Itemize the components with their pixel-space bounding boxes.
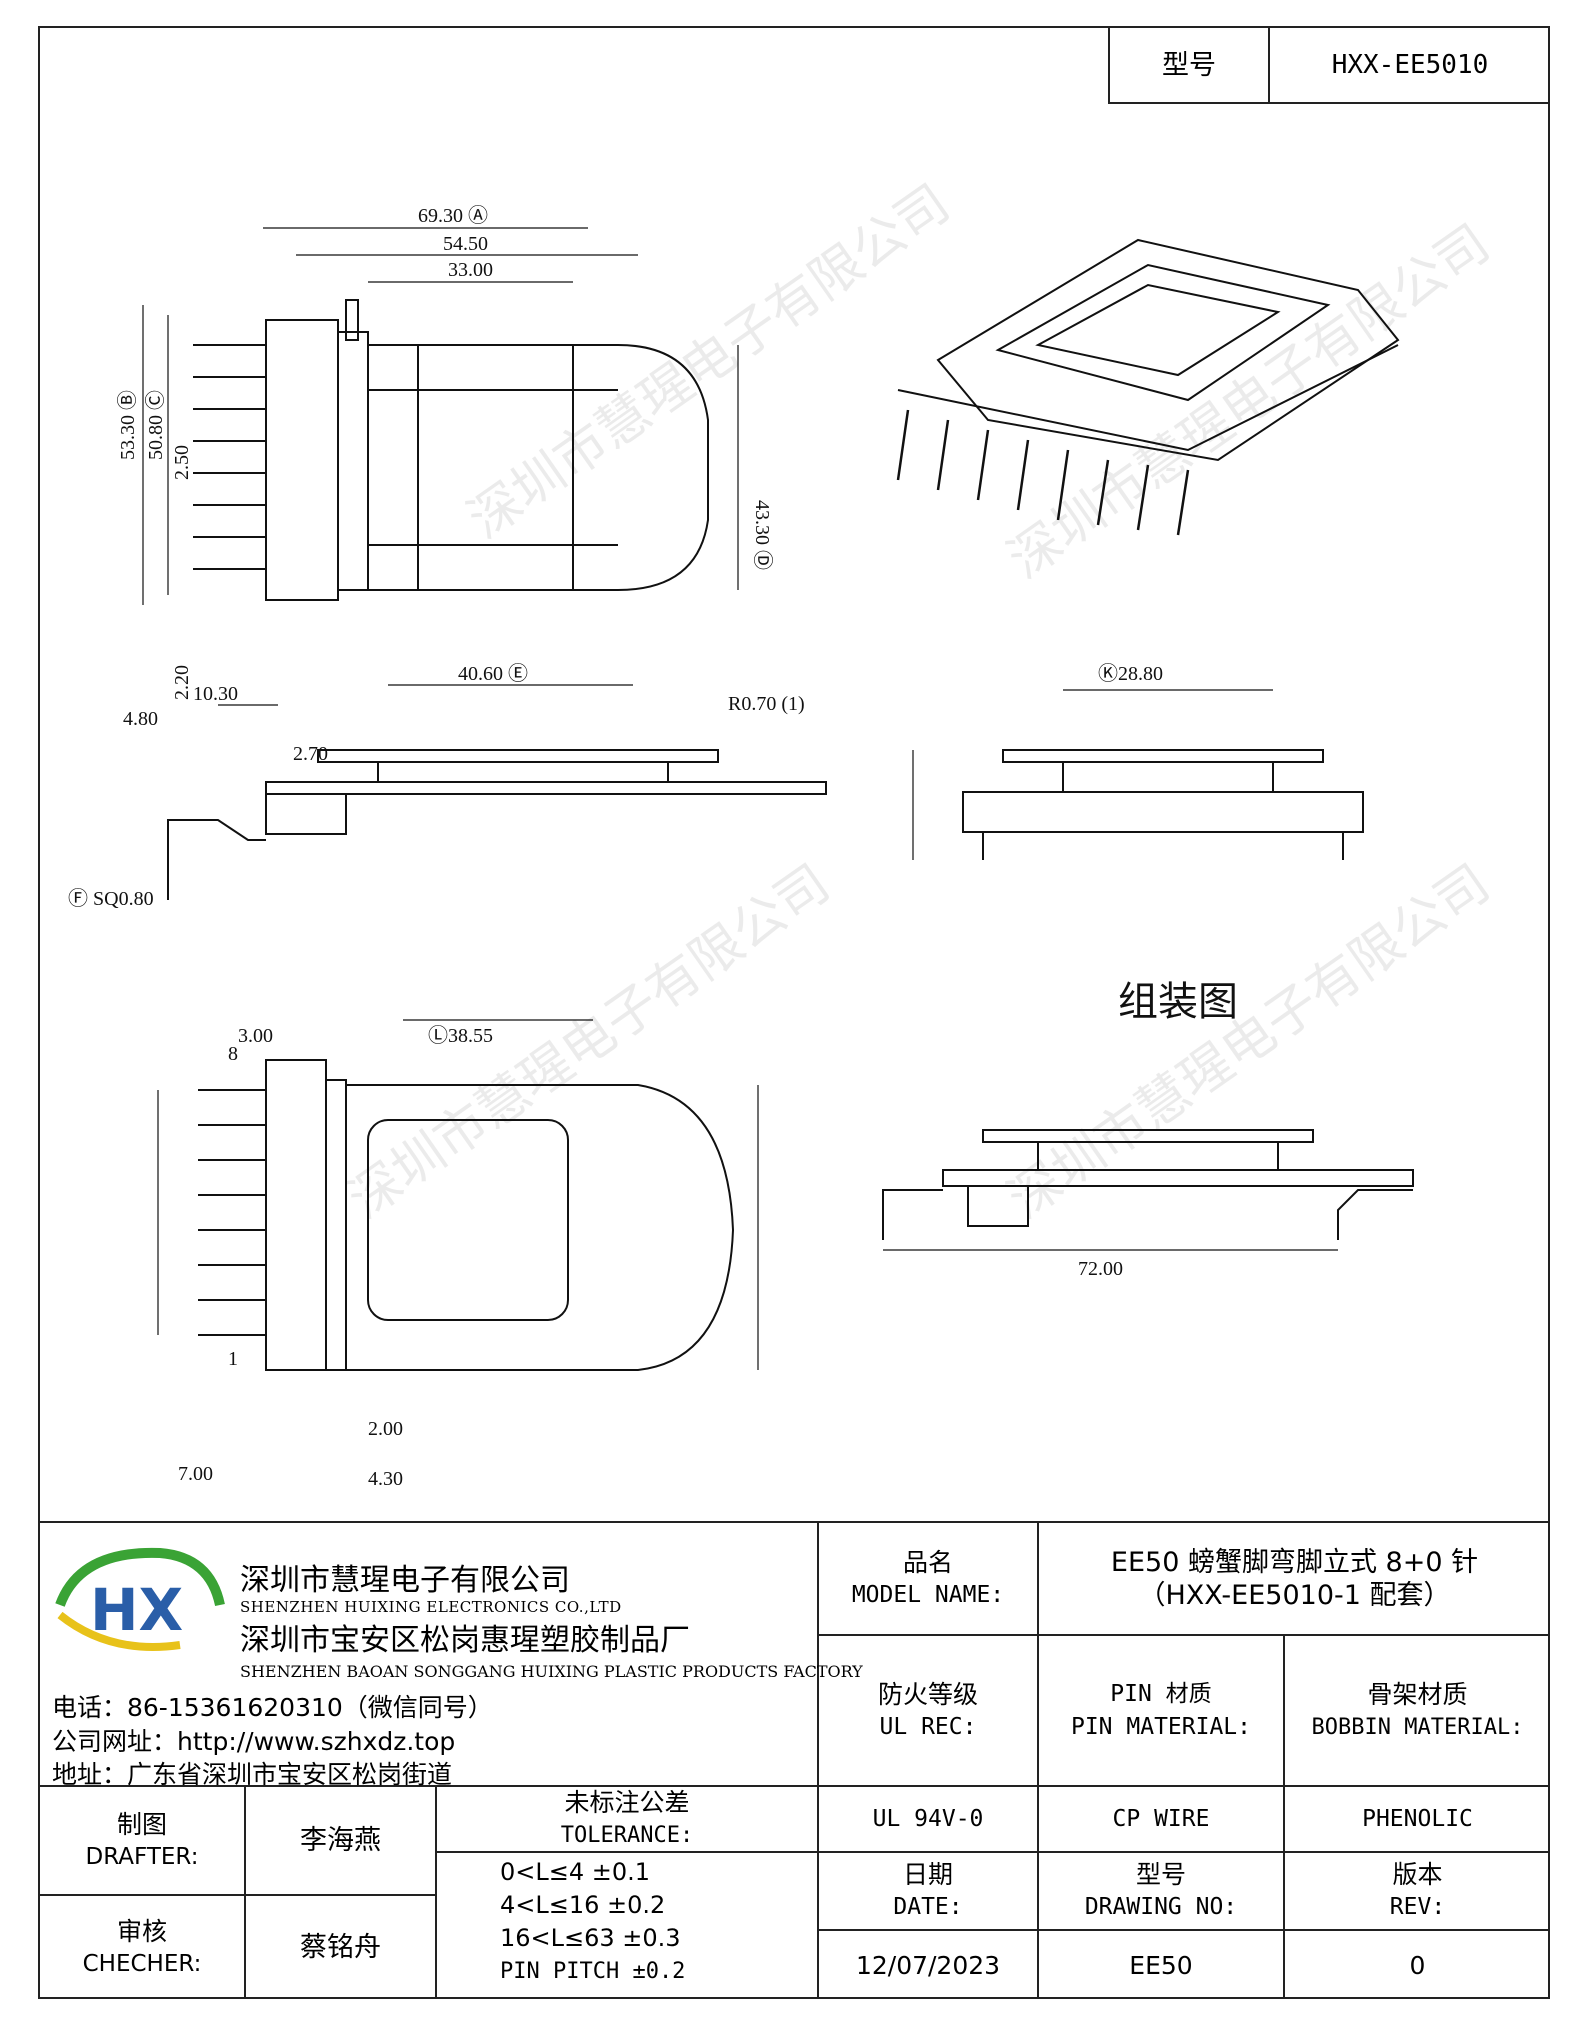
dim-text: 33.00 [448,259,493,281]
factory-name-en: SHENZHEN BAOAN SONGGANG HUIXING PLASTIC … [240,1662,863,1681]
ul-rec-value: UL 94V-0 [872,1805,984,1832]
date-value: 12/07/2023 [855,1950,1001,1980]
dim-text: 50.80 Ⓒ [144,390,167,460]
dim-text: 72.00 [1078,1258,1123,1280]
tolerance-row: 4<L≤16 ±0.2 [500,1891,666,1919]
top-view [142,227,739,605]
dim-text: 2.50 [171,445,193,480]
dim-text: 3.00 [238,1025,273,1047]
side-view [167,684,827,900]
drawing-no-value: EE50 [1129,1950,1193,1980]
pin-number: 1 [228,1348,238,1370]
dim-text: Ⓚ28.80 [1098,662,1163,685]
company-website: 公司网址：http://www.szhxdz.top [52,1727,456,1756]
dim-text: 10.30 [193,683,238,705]
dim-text: 53.30 Ⓑ [116,390,139,460]
model-name-value: EE50 螃蟹脚弯脚立式 8+0 针（HXX-EE5010-1 配套） [1110,1546,1479,1611]
tolerance-values: 0<L≤4 ±0.1 4<L≤16 ±0.2 16<L≤63 ±0.3 PIN … [500,1856,810,1988]
tolerance-row: 16<L≤63 ±0.3 [500,1924,681,1952]
dim-text: 40.60 Ⓔ [458,662,528,685]
assembly-label: 组装图 [1118,979,1238,1025]
bottom-view [157,1019,759,1371]
technical-drawing: 69.30 Ⓐ 54.50 33.00 53.30 Ⓑ 50.80 Ⓒ 2.50… [68,204,1414,1490]
front-view [912,689,1364,860]
company-address: 地址：广东省深圳市宝安区松岗街道 [52,1760,453,1789]
rev-value: 0 [1409,1950,1426,1980]
pin-number: 8 [228,1043,238,1065]
tolerance-row: 0<L≤4 ±0.1 [500,1858,651,1886]
drawing-frame [38,26,1550,1999]
factory-name-cn: 深圳市宝安区松岗惠瑆塑胶制品厂 [240,1623,690,1658]
model-header-label: 型号 [1162,49,1216,81]
company-logo: HX [50,1545,230,1660]
dim-text: 4.30 [368,1468,403,1490]
dim-text: R0.70 (1) [728,693,805,715]
dim-text: 2.70 [293,743,328,765]
company-phone: 电话：86-15361620310（微信同号） [52,1693,493,1722]
dim-text: Ⓛ38.55 [428,1024,493,1047]
bottom-view-pins [198,1089,266,1336]
company-name-cn: 深圳市慧瑆电子有限公司 [240,1563,570,1598]
tolerance-row: PIN PITCH ±0.2 [500,1959,686,1984]
top-view-pins [193,344,266,570]
dim-text: 7.00 [178,1463,213,1485]
checker-value: 蔡铭舟 [300,1932,381,1963]
assembly-view [882,1129,1414,1251]
dim-text: 2.20 [171,665,193,700]
dim-text: Ⓕ SQ0.80 [68,887,154,910]
dim-text: 69.30 Ⓐ [418,204,488,227]
logo-text: HX [90,1576,183,1644]
model-header-value: HXX-EE5010 [1331,49,1489,80]
dim-text: 4.80 [123,708,158,730]
dim-text: 2.00 [368,1418,403,1440]
pin-material-value: CP WIRE [1112,1805,1210,1832]
company-name-en: SHENZHEN HUIXING ELECTRONICS CO.,LTD [240,1598,622,1616]
isometric-view [896,238,1400,536]
drafter-value: 李海燕 [300,1825,381,1856]
bobbin-material-value: PHENOLIC [1362,1805,1473,1832]
dim-text: 43.30 Ⓓ [751,500,774,570]
dim-text: 54.50 [443,233,488,255]
